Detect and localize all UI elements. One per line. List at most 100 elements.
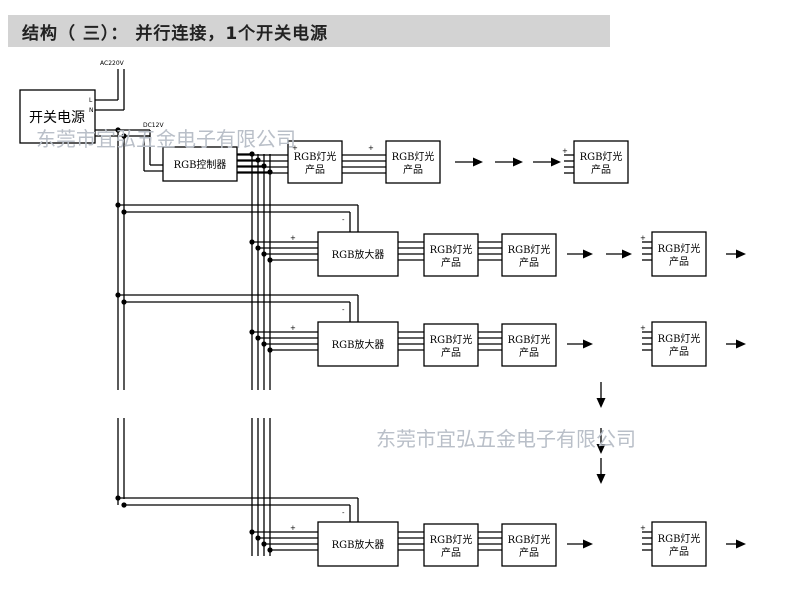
arrow-right-icon — [583, 339, 593, 349]
rgb-light-label-1: RGB灯光 — [658, 332, 701, 345]
junction-dot — [255, 245, 261, 251]
junction-dot — [261, 163, 267, 169]
power-supply-box — [19, 89, 96, 144]
arrow-right-icon — [551, 157, 561, 167]
rgb-light-label-2: 产品 — [669, 255, 689, 268]
junction-dot — [267, 257, 273, 263]
junction-dot — [255, 535, 261, 541]
arrow-right-icon — [513, 157, 523, 167]
plus-sign: + — [290, 324, 296, 332]
junction-dot — [261, 341, 267, 347]
junction-dot — [261, 541, 267, 547]
rgb-light-label-2: 产品 — [669, 545, 689, 558]
plus-sign: + — [640, 324, 646, 332]
rgb-light-box — [501, 233, 557, 277]
nodes — [19, 89, 707, 567]
junction-dot — [115, 495, 121, 501]
junction-dot — [249, 529, 255, 535]
arrow-down-icon — [596, 444, 606, 454]
minus-sign: - — [342, 509, 345, 517]
plus-sign: + — [290, 234, 296, 242]
junction-dot — [121, 502, 127, 508]
terminal-n-label: N — [89, 107, 94, 114]
junction-dot — [121, 299, 127, 305]
rgb-light-label-1: RGB灯光 — [430, 333, 473, 346]
power-supply-label: 开关电源 — [29, 110, 85, 126]
minus-sign: - — [342, 306, 345, 314]
watermark-text: 东莞市宜弘五金电子有限公司 — [36, 127, 296, 151]
rgb-light-label-2: 产品 — [441, 346, 461, 359]
amplifier-label: RGB放大器 — [332, 248, 385, 261]
minus-sign: - — [342, 216, 345, 224]
arrow-right-icon — [473, 157, 483, 167]
rgb-light-label-1: RGB灯光 — [508, 333, 551, 346]
labels: 开关电源AC220VLNDC12VRGB控制器RGB灯光产品RGB灯光产品+RG… — [29, 60, 700, 559]
rgb-light-box — [651, 521, 707, 567]
rgb-light-label-1: RGB灯光 — [658, 532, 701, 545]
controller-label: RGB控制器 — [174, 158, 227, 171]
rgb-light-label-1: RGB灯光 — [508, 533, 551, 546]
junction-dot — [115, 202, 121, 208]
plus-sign: + — [640, 234, 646, 242]
junction-dot — [261, 251, 267, 257]
rgb-light-label-1: RGB灯光 — [508, 243, 551, 256]
arrow-down-icon — [596, 398, 606, 408]
amplifier-box — [317, 521, 399, 567]
watermark-text: 东莞市宜弘五金电子有限公司 — [376, 427, 636, 451]
arrow-right-icon — [622, 249, 632, 259]
arrow-right-icon — [583, 249, 593, 259]
rgb-light-box — [501, 323, 557, 367]
junction-dot — [267, 547, 273, 553]
terminal-l-label: L — [89, 97, 93, 104]
rgb-light-label-2: 产品 — [305, 163, 325, 176]
amplifier-box — [317, 231, 399, 277]
junction-dot — [249, 329, 255, 335]
rgb-light-label-2: 产品 — [591, 163, 611, 176]
rgb-light-box — [385, 140, 441, 184]
junction-dot — [115, 127, 121, 133]
rgb-light-label-2: 产品 — [403, 163, 423, 176]
rgb-light-label-2: 产品 — [441, 546, 461, 559]
arrow-right-icon — [736, 539, 746, 549]
rgb-light-label-2: 产品 — [441, 256, 461, 269]
amplifier-label: RGB放大器 — [332, 338, 385, 351]
junction-dot — [249, 151, 255, 157]
header-bar: 结构（ 三）： 并行连接，1个开关电源 — [8, 15, 610, 47]
rgb-light-box — [423, 233, 479, 277]
arrows — [473, 157, 746, 549]
dc-output-label: DC12V — [143, 122, 164, 129]
plus-sign: + — [562, 147, 568, 155]
plus-sign: + — [290, 524, 296, 532]
amplifier-box — [317, 321, 399, 367]
controller-box — [162, 146, 238, 182]
arrow-right-icon — [736, 249, 746, 259]
arrow-right-icon — [583, 539, 593, 549]
plus-sign: + — [292, 144, 298, 152]
arrow-right-icon — [736, 339, 746, 349]
rgb-light-label-2: 产品 — [519, 346, 539, 359]
junction-dot — [115, 292, 121, 298]
junction-dot — [267, 347, 273, 353]
junction-dot — [121, 133, 127, 139]
rgb-light-box — [501, 523, 557, 567]
arrow-down-icon — [596, 474, 606, 484]
plus-sign: + — [368, 144, 374, 152]
rgb-light-box — [287, 140, 343, 184]
rgb-light-label-1: RGB灯光 — [430, 533, 473, 546]
rgb-light-label-1: RGB灯光 — [580, 150, 623, 163]
plus-sign: + — [640, 524, 646, 532]
rgb-light-box — [651, 321, 707, 367]
rgb-light-label-2: 产品 — [519, 256, 539, 269]
junction-dot — [255, 157, 261, 163]
rgb-light-box — [573, 140, 629, 184]
rgb-light-box — [423, 523, 479, 567]
rgb-light-label-1: RGB灯光 — [392, 150, 435, 163]
ac-input-label: AC220V — [100, 60, 125, 67]
junction-dot — [249, 239, 255, 245]
junction-dot — [255, 335, 261, 341]
rgb-light-label-1: RGB灯光 — [658, 242, 701, 255]
junction-dot — [121, 209, 127, 215]
rgb-light-label-2: 产品 — [669, 345, 689, 358]
amplifier-label: RGB放大器 — [332, 538, 385, 551]
rgb-light-label-1: RGB灯光 — [294, 150, 337, 163]
